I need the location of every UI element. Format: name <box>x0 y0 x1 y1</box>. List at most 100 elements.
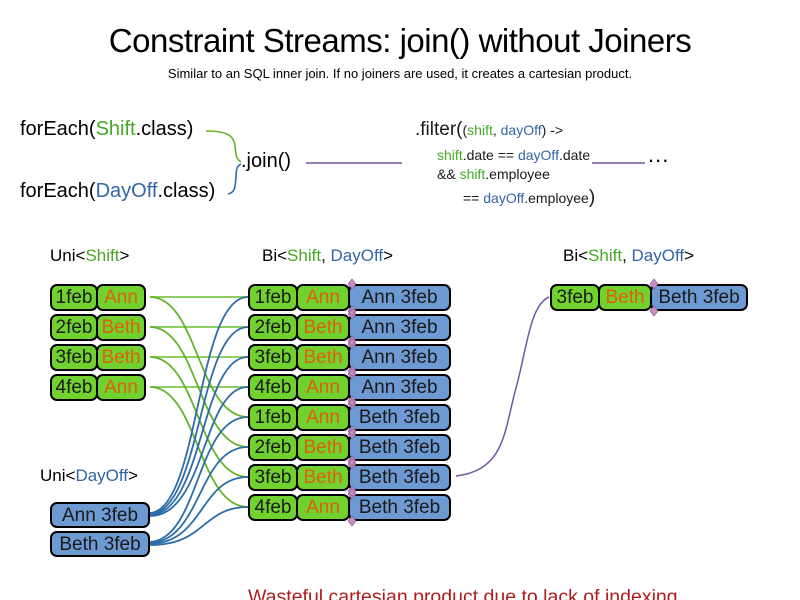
pair-employee-cell: Ann <box>296 374 350 401</box>
pair-dayoff-cell: Beth 3feb <box>348 464 451 491</box>
filter-args-sep: , <box>492 122 501 138</box>
shift-fact-row: 4feb Ann <box>50 374 146 401</box>
bi-right-pre: Bi< <box>563 246 589 265</box>
shift-date-cell: 3feb <box>50 344 98 371</box>
page-subtitle: Similar to an SQL inner join. If no join… <box>167 66 633 81</box>
pair-employee-cell: Ann <box>296 284 350 311</box>
filter-l4-end: .employee <box>524 190 589 206</box>
shift-token: shift <box>459 166 486 182</box>
pair-employee-cell: Beth <box>296 464 350 491</box>
bi-mid-sep: , <box>321 246 331 265</box>
bi-right-post: > <box>684 246 695 265</box>
filter-line-3: && shift.employee <box>437 166 550 182</box>
foreach-shift-code: forEach(Shift.class) <box>20 118 193 141</box>
pair-dayoff-cell: Beth 3feb <box>348 434 451 461</box>
filter-l3-pre: && <box>437 166 460 182</box>
filter-line-4: == dayOff.employee) <box>463 187 595 209</box>
pair-dayoff-cell: Ann 3feb <box>348 284 451 311</box>
bi-right-label: Bi<Shift, DayOff> <box>563 246 694 266</box>
warning-text: Wasteful cartesian product due to lack o… <box>248 527 683 600</box>
pair-dayoff-cell: Ann 3feb <box>348 344 451 371</box>
uni-dayoff-label: Uni<DayOff> <box>40 466 138 486</box>
pair-employee-cell: Beth <box>296 344 350 371</box>
dayoff-cell: Beth 3feb <box>50 531 150 557</box>
shift-date-cell: 2feb <box>50 314 98 341</box>
warning-line-1: Wasteful cartesian product due to lack o… <box>248 586 684 600</box>
uni-shift-label: Uni<Shift> <box>50 246 129 266</box>
filter-line-1: .filter((shift, dayOff) -> <box>415 119 563 141</box>
shift-employee-cell: Beth <box>96 344 146 371</box>
pair-date-cell: 1feb <box>248 284 298 311</box>
pair-date-cell: 2feb <box>248 434 298 461</box>
bi-right-sep: , <box>622 246 632 265</box>
pair-date-cell: 4feb <box>248 374 298 401</box>
shift-fact-row: 2feb Beth <box>50 314 146 341</box>
join-code: .join() <box>241 150 292 172</box>
pair-dayoff-cell: Ann 3feb <box>348 374 451 401</box>
uni-shift-type: Shift <box>85 246 120 265</box>
shift-fact-row: 3feb Beth <box>50 344 146 371</box>
pair-dayoff-cell: Beth 3feb <box>348 404 451 431</box>
bi-mid-shift-type: Shift <box>287 246 322 265</box>
filter-code: .filter((shift, dayOff) -> shift.date ==… <box>415 119 675 219</box>
filter-close-paren: ) <box>588 187 596 208</box>
bi-mid-pre: Bi< <box>262 246 288 265</box>
foreach-dayoff-code: forEach(DayOff.class) <box>20 180 215 203</box>
uni-dayoff-post: > <box>128 466 138 485</box>
continuation-ellipsis: ... <box>648 142 670 167</box>
pair-row: 4feb Ann Beth 3feb <box>248 494 451 521</box>
shift-class-token: Shift <box>95 118 136 140</box>
dayoff-fact-row: Ann 3feb <box>50 502 150 528</box>
pair-date-cell: 3feb <box>248 464 298 491</box>
filter-args-open: ( <box>462 122 468 138</box>
bi-mid-dayoff-type: DayOff <box>330 246 384 265</box>
pair-date-cell: 4feb <box>248 494 298 521</box>
shift-employee-cell: Ann <box>96 284 146 311</box>
filter-head: .filter( <box>415 119 463 140</box>
pair-row: 2feb Beth Ann 3feb <box>248 314 451 341</box>
foreach-dayoff-pre: forEach( <box>20 180 96 202</box>
pair-row: 3feb Beth Ann 3feb <box>248 344 451 371</box>
uni-dayoff-type: DayOff <box>75 466 129 485</box>
dayoff-fact-row: Beth 3feb <box>50 531 150 557</box>
bi-mid-label: Bi<Shift, DayOff> <box>262 246 393 266</box>
shift-param-token: shift <box>467 122 493 138</box>
pair-employee-cell: Beth <box>296 434 350 461</box>
pair-row: 3feb Beth Beth 3feb <box>248 464 451 491</box>
shift-date-cell: 1feb <box>50 284 98 311</box>
pair-row: 2feb Beth Beth 3feb <box>248 434 451 461</box>
pair-row: 1feb Ann Ann 3feb <box>248 284 451 311</box>
pair-date-cell: 3feb <box>248 344 298 371</box>
filter-l2-end: .date <box>558 147 591 163</box>
result-date-cell: 3feb <box>550 284 600 311</box>
pair-row: 4feb Ann Ann 3feb <box>248 374 451 401</box>
bi-right-dayoff-type: DayOff <box>631 246 685 265</box>
pair-dayoff-cell: Ann 3feb <box>348 314 451 341</box>
page-title: Constraint Streams: join() without Joine… <box>108 22 692 59</box>
result-employee-cell: Beth <box>598 284 652 311</box>
shift-fact-row: 1feb Ann <box>50 284 146 311</box>
pair-date-cell: 2feb <box>248 314 298 341</box>
pair-employee-cell: Ann <box>296 404 350 431</box>
dayoff-token: dayOff <box>517 147 559 163</box>
pair-date-cell: 1feb <box>248 404 298 431</box>
uni-shift-pre: Uni< <box>50 246 86 265</box>
filter-l3-end: .employee <box>485 166 550 182</box>
foreach-shift-pre: forEach( <box>20 118 96 140</box>
bi-mid-post: > <box>383 246 394 265</box>
pair-employee-cell: Ann <box>296 494 350 521</box>
pair-employee-cell: Beth <box>296 314 350 341</box>
uni-dayoff-pre: Uni< <box>40 466 76 485</box>
bi-right-shift-type: Shift <box>588 246 623 265</box>
shift-employee-cell: Beth <box>96 314 146 341</box>
foreach-shift-post: .class) <box>135 118 194 140</box>
shift-date-cell: 4feb <box>50 374 98 401</box>
filter-args-close: ) -> <box>541 122 564 138</box>
shift-employee-cell: Ann <box>96 374 146 401</box>
result-dayoff-cell: Beth 3feb <box>650 284 748 311</box>
pair-dayoff-cell: Beth 3feb <box>348 494 451 521</box>
shift-token: shift <box>437 147 463 163</box>
dayoff-param-token: dayOff <box>500 122 542 138</box>
filter-l4-pre: == <box>463 190 484 206</box>
